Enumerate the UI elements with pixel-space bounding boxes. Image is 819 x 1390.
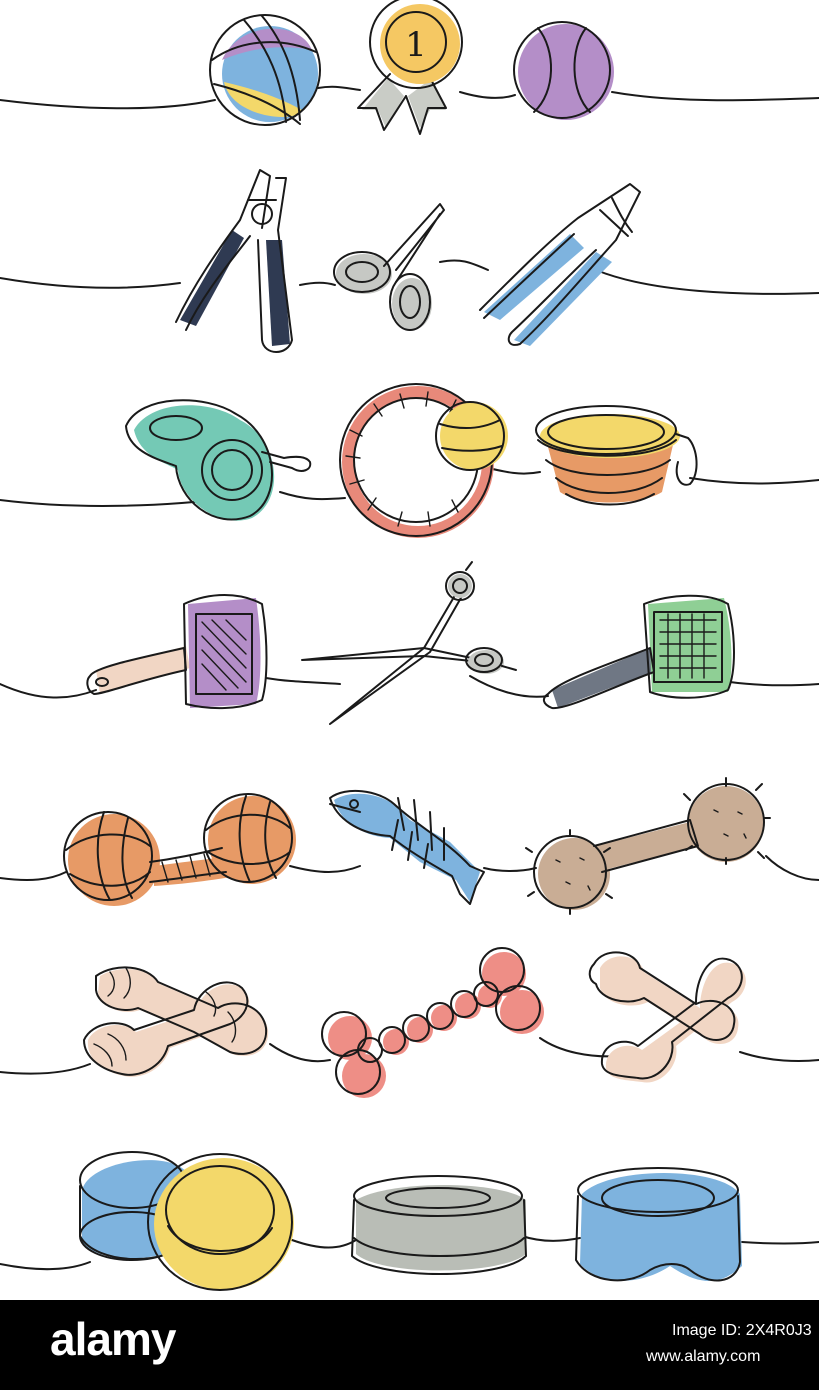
slicker-brush-purple-icon: [86, 594, 268, 710]
image-id-label: Image ID: 2X4R0J3: [672, 1322, 812, 1339]
spiky-chew-toy-icon: [525, 777, 771, 915]
row-4-line: [0, 675, 819, 699]
site-url: www.alamy.com: [646, 1348, 761, 1365]
stacked-bowls-icon: [79, 1151, 294, 1291]
row-6-line: [0, 1037, 819, 1075]
row-5: [0, 777, 819, 915]
brand-logo: alamy: [50, 1313, 176, 1365]
bead-bone-toy-icon: [321, 947, 544, 1098]
watermark-footer: alamy Image ID: 2X4R0J3 www.alamy.com: [0, 1300, 819, 1390]
row-1-line: [0, 85, 819, 110]
rawhide-bones-icon: [83, 966, 269, 1077]
crossed-bones-icon: [588, 951, 746, 1083]
pet-accessories-illustration: 1: [0, 0, 819, 1291]
nail-clipper-blue-icon: [479, 183, 641, 346]
row-5-line: [0, 855, 819, 881]
row-1: 1: [0, 0, 819, 135]
award-medal-icon: 1: [357, 0, 463, 135]
grooming-scissors-small-icon: [333, 203, 445, 331]
rope-ring-toy-icon: [339, 383, 508, 538]
rope-ball-icon: [209, 14, 321, 126]
row-3: [0, 383, 819, 538]
row-7-line: [0, 1235, 819, 1271]
grooming-shears-icon: [301, 561, 517, 725]
nail-clipper-icon: [175, 169, 293, 353]
row-3-line: [0, 465, 819, 507]
medal-number: 1: [405, 25, 427, 65]
slicker-brush-green-icon: [542, 594, 735, 710]
row-2-line: [0, 259, 819, 295]
rope-knot-toy-icon: [63, 793, 296, 906]
row-7: [0, 1151, 819, 1291]
fish-bone-toy-icon: [329, 789, 485, 905]
retractable-leash-icon: [125, 399, 312, 521]
row-2: [0, 169, 819, 353]
grey-bowl-icon: [351, 1175, 527, 1275]
collapsible-bowl-icon: [535, 405, 698, 506]
tennis-ball-icon: [513, 21, 614, 120]
blue-bowl-icon: [575, 1167, 742, 1282]
row-4: [0, 561, 819, 725]
row-6: [0, 947, 819, 1098]
